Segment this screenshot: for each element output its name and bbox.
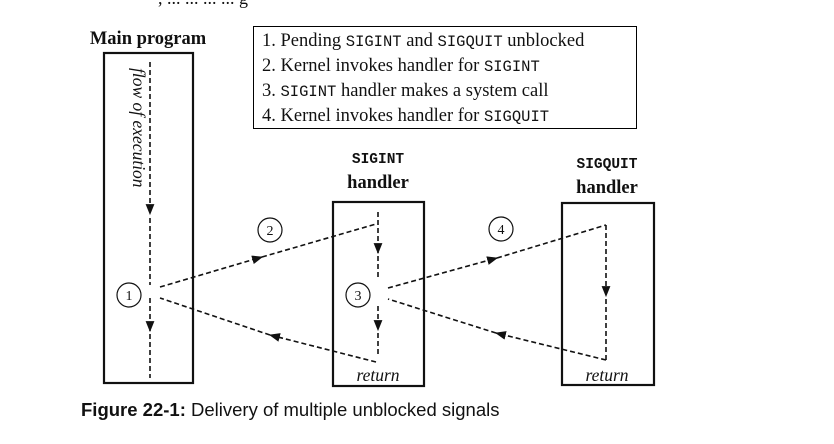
step-4-number: 4 bbox=[498, 223, 505, 238]
step-1-marker: 1 bbox=[116, 282, 142, 308]
legend-code: SIGQUIT bbox=[483, 108, 550, 126]
steps-legend: 1. Pending SIGINT and SIGQUIT unblocked … bbox=[253, 26, 637, 129]
invoke-sigint-arrow bbox=[159, 255, 264, 288]
sigint-handler-title-word: handler bbox=[347, 173, 409, 193]
invoke-sigint-line bbox=[261, 223, 377, 258]
legend-item-1: 1. Pending SIGINT and SIGQUIT unblocked bbox=[262, 29, 636, 54]
sigint-return-label: return bbox=[356, 365, 399, 385]
invoke-sigquit-arrow bbox=[387, 256, 499, 289]
invoke-sigquit-line bbox=[496, 224, 607, 259]
flow-of-execution-label: flow of execution bbox=[129, 68, 149, 188]
legend-text: unblocked bbox=[502, 31, 585, 51]
legend-text: 3. bbox=[262, 81, 281, 101]
sigint-return-line bbox=[159, 297, 271, 336]
sigquit-return-label: return bbox=[585, 365, 628, 385]
legend-text: handler makes a system call bbox=[336, 81, 549, 101]
legend-text: 4. Kernel invokes handler for bbox=[262, 106, 484, 126]
step-2-number: 2 bbox=[267, 224, 274, 239]
step-3-marker: 3 bbox=[345, 282, 371, 308]
sigquit-handler-box bbox=[560, 201, 656, 387]
legend-item-2: 2. Kernel invokes handler for SIGINT bbox=[262, 54, 636, 79]
figure-caption: Figure 22-1: Delivery of multiple unbloc… bbox=[81, 399, 499, 421]
step-1-number: 1 bbox=[126, 289, 133, 304]
sigint-handler-box bbox=[331, 200, 426, 388]
main-program-box bbox=[102, 51, 195, 385]
legend-text: and bbox=[401, 31, 438, 51]
legend-item-3: 3. SIGINT handler makes a system call bbox=[262, 79, 636, 104]
figure-caption-label: Figure 22-1: bbox=[81, 399, 186, 420]
legend-code: SIGQUIT bbox=[437, 33, 503, 51]
sigint-handler-title-code: SIGINT bbox=[352, 152, 405, 168]
legend-text: 1. Pending bbox=[262, 31, 346, 51]
legend-code: SIGINT bbox=[345, 33, 402, 51]
sigquit-handler-title-code: SIGQUIT bbox=[577, 157, 638, 173]
top-text-fragment: , ... ... ... ... g bbox=[158, 0, 248, 8]
sigint-return-arrow bbox=[268, 333, 377, 363]
legend-item-4: 4. Kernel invokes handler for SIGQUIT bbox=[262, 104, 636, 129]
legend-text: 2. Kernel invokes handler for bbox=[262, 56, 484, 76]
step-3-number: 3 bbox=[355, 289, 362, 304]
sigquit-handler-title-word: handler bbox=[576, 178, 638, 198]
step-2-marker: 2 bbox=[257, 217, 283, 243]
step-4-marker: 4 bbox=[488, 216, 514, 242]
sigquit-return-line bbox=[387, 298, 497, 334]
legend-code: SIGINT bbox=[483, 58, 540, 76]
figure-caption-text: Delivery of multiple unblocked signals bbox=[185, 399, 500, 420]
legend-code: SIGINT bbox=[280, 83, 337, 101]
sigquit-return-arrow bbox=[494, 331, 607, 361]
main-program-title: Main program bbox=[90, 29, 207, 49]
